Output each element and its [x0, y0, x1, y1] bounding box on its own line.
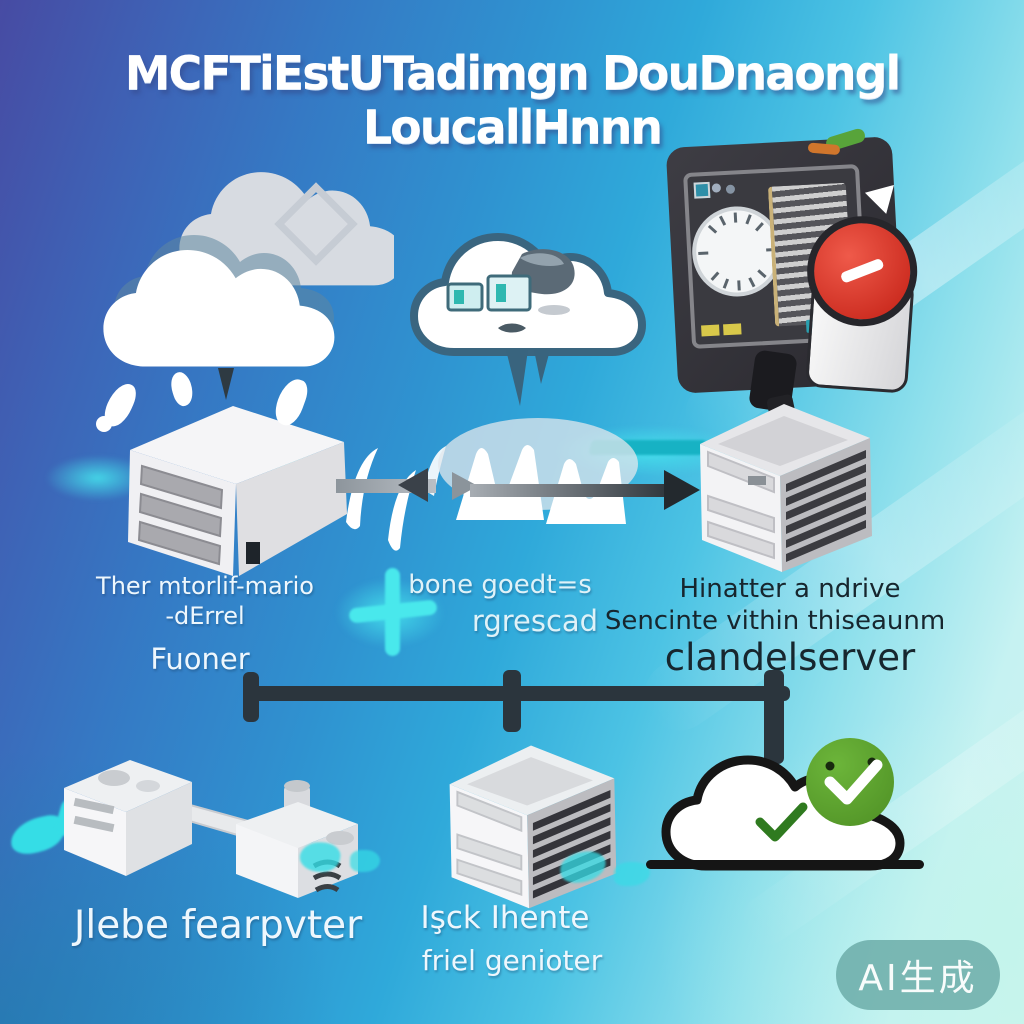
check-badge-icon [806, 738, 894, 826]
label-source-line3: Fuoner [150, 642, 250, 676]
cloud-tail [506, 350, 528, 406]
blob-highlight [520, 253, 564, 266]
ai-watermark: AI生成 [836, 940, 1000, 1010]
plus-icon [335, 568, 445, 658]
cloud-center-icon [410, 233, 646, 406]
machine-left-top [64, 760, 192, 812]
page-title: MCFTiEstUTadimgn DouDnaongl LoucallHnnn [124, 46, 902, 154]
small-oval [538, 305, 570, 315]
mini-server-light [454, 290, 464, 304]
label-machine: Jlebe fearpvter [73, 903, 363, 948]
yellow-marks [701, 324, 720, 337]
cyan-glyph [350, 850, 380, 872]
label-target-line3: clandelserver [664, 636, 916, 679]
label-transfer-line2: rgrescad [471, 604, 599, 638]
server-side [236, 442, 347, 576]
label-bottom-server-line2: friel genioter [421, 944, 603, 977]
ground-line [646, 860, 924, 869]
machine-left-side [126, 782, 192, 876]
wave-shape [546, 458, 626, 524]
diamond-outline [274, 182, 358, 266]
screen-dot [711, 183, 722, 193]
arrow-left-icon [398, 468, 428, 502]
machine-right-top [236, 802, 358, 848]
mini-server-light [496, 284, 506, 302]
connector-cap-middle [503, 670, 521, 732]
label-target-line1: Hinatter a ndrive [679, 574, 901, 604]
mini-server [486, 274, 532, 312]
cloud-left-icon [103, 172, 394, 400]
label-bottom-server-line1: Işck Ihente [420, 900, 590, 936]
server-target-icon [700, 404, 872, 572]
wave-shape [456, 445, 544, 520]
cyan-glyph [614, 862, 650, 886]
checkmark-icon [755, 802, 808, 842]
label-source-line2: -dErrel [165, 602, 245, 630]
arrow-right-icon [664, 470, 700, 510]
server-top [130, 406, 344, 484]
machine-icon [64, 760, 358, 898]
screen-dot [725, 184, 736, 194]
machine-right-front [236, 824, 298, 898]
server-bottom-icon [449, 745, 617, 909]
server-bracket [246, 542, 260, 564]
cloud-tail [534, 350, 550, 384]
label-source-line1: Ther mtorlif-mario [96, 572, 314, 600]
red-button-assembly [799, 212, 921, 394]
label-transfer-line1: bone goedt=s [408, 570, 592, 600]
label-target-line2: Sencinte vithin thiseaunm [604, 606, 946, 636]
arrow-shaft [470, 484, 670, 497]
cloud-front [103, 249, 335, 367]
cloud-tail [218, 368, 234, 400]
mini-server [446, 282, 484, 312]
small-bird [498, 323, 526, 333]
screen-icon [693, 181, 711, 199]
connector-cap-right [764, 670, 784, 764]
control-device [665, 127, 921, 394]
connector-cap-left [243, 672, 259, 722]
device-screen [683, 163, 869, 349]
button-dash [839, 257, 885, 284]
server-source-icon [128, 406, 347, 576]
white-wisp [96, 416, 112, 432]
